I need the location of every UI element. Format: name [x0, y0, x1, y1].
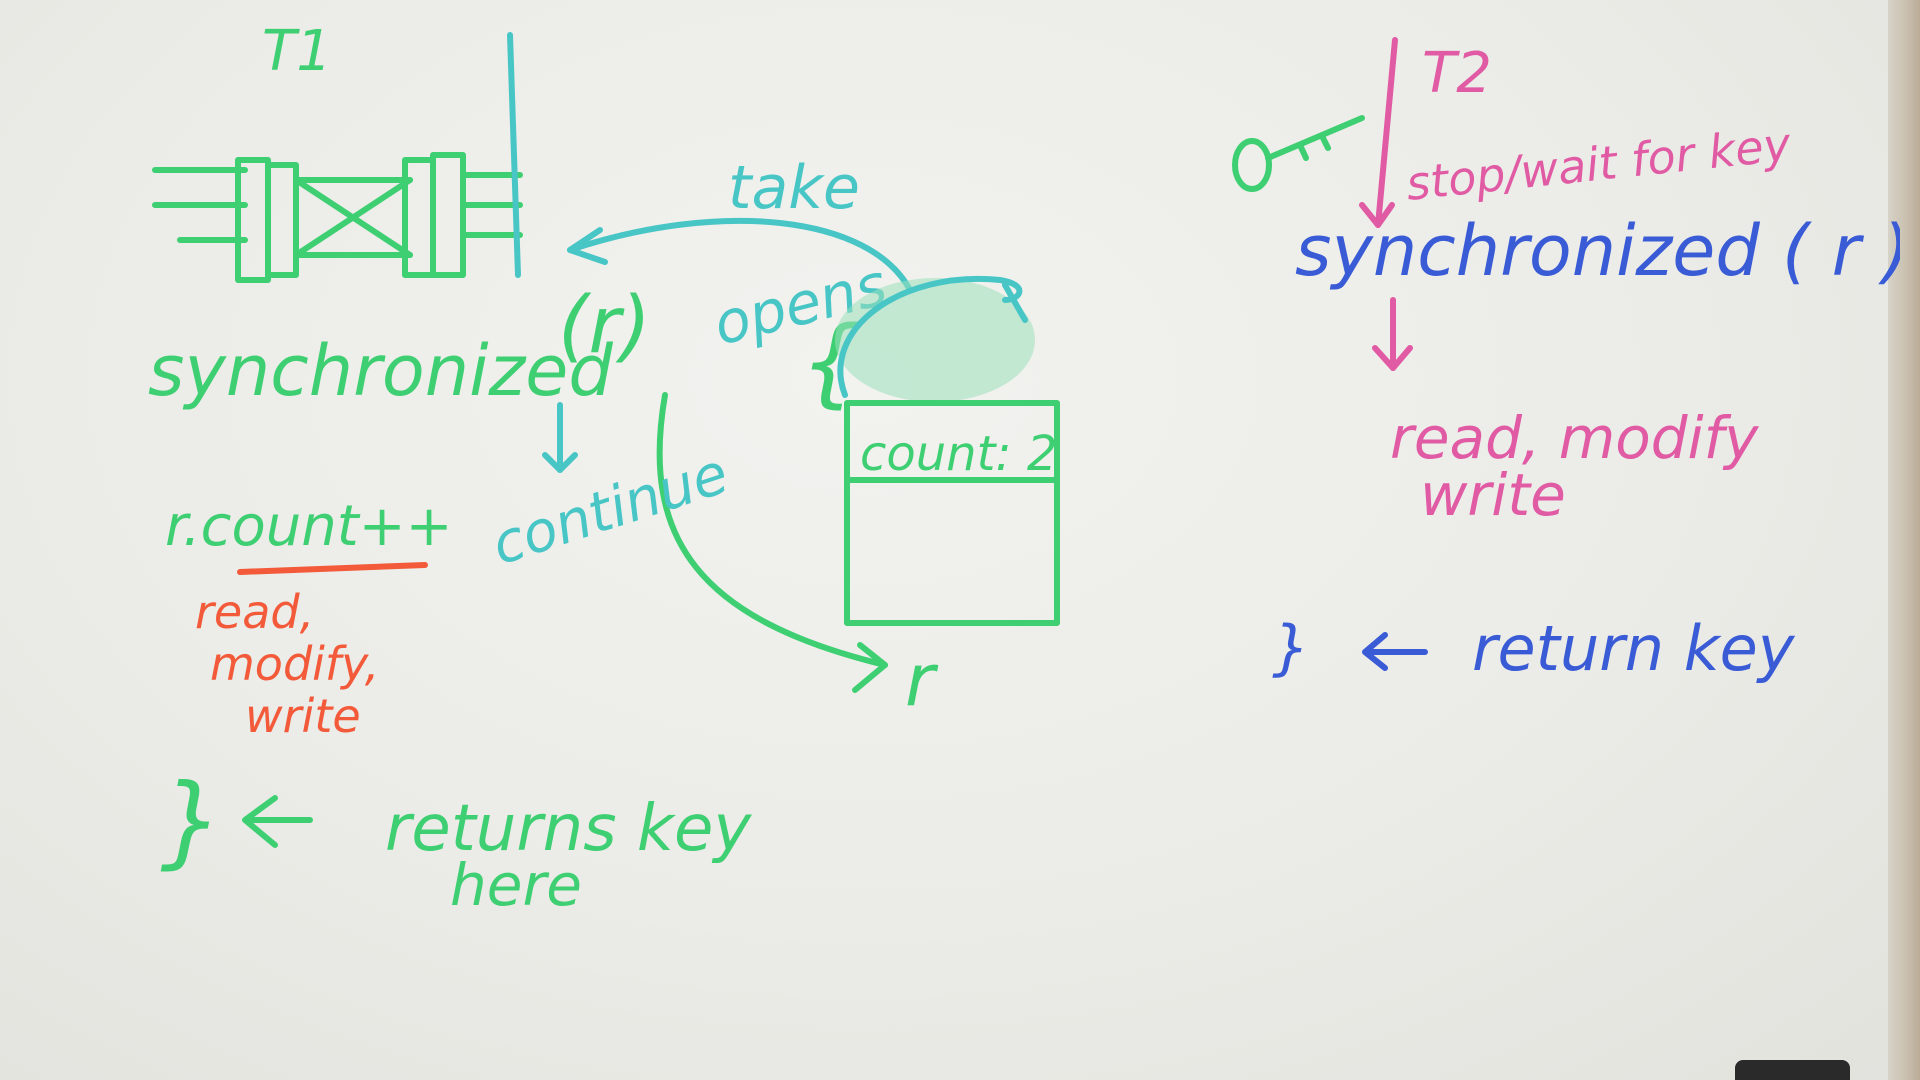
object-count-field: count: 2	[860, 426, 1057, 482]
t2-return-arrow	[1362, 632, 1428, 671]
t1-returns-here: here	[450, 851, 582, 919]
thread-train-icon	[152, 152, 523, 283]
t2-rmw-line2: write	[1420, 461, 1566, 529]
t2-rmw-line1: read, modify	[1390, 404, 1759, 472]
t1-timeline	[507, 32, 521, 278]
t1-label: T1	[262, 19, 332, 84]
continue-label: continue	[484, 441, 736, 578]
lock-icon	[835, 275, 1035, 402]
t2-wait-text: stop/wait for key	[1404, 117, 1794, 211]
t2-close-brace: }	[1272, 613, 1310, 683]
t1-returns-key: returns key	[385, 792, 752, 866]
take-arc	[567, 217, 913, 293]
t1-rmw-write: write	[245, 689, 361, 743]
continue-arc	[656, 392, 888, 668]
t1-increment: r.count++	[165, 494, 453, 559]
t2-timeline	[1375, 37, 1398, 228]
whiteboard-frame	[1888, 0, 1920, 1080]
t2-label: T2	[1422, 41, 1492, 106]
t2-return-key: return key	[1472, 612, 1796, 685]
t1-rmw-read: read,	[195, 585, 314, 639]
t2-synchronized: synchronized ( r )	[1295, 210, 1900, 292]
t1-return-arrow	[242, 795, 313, 848]
t1-sync-arg: (r)	[558, 281, 651, 371]
t1-rmw-modify: modify,	[210, 637, 379, 691]
marker-tray	[1735, 1060, 1850, 1080]
t1-close-brace: }	[160, 762, 224, 879]
object-ref-r: r	[905, 638, 939, 722]
t1-synchronized: synchronized	[148, 330, 613, 412]
object-r: count: 2	[844, 400, 1060, 626]
key-icon	[1232, 115, 1365, 192]
t1-underline	[237, 562, 428, 575]
take-label: take	[728, 153, 860, 223]
